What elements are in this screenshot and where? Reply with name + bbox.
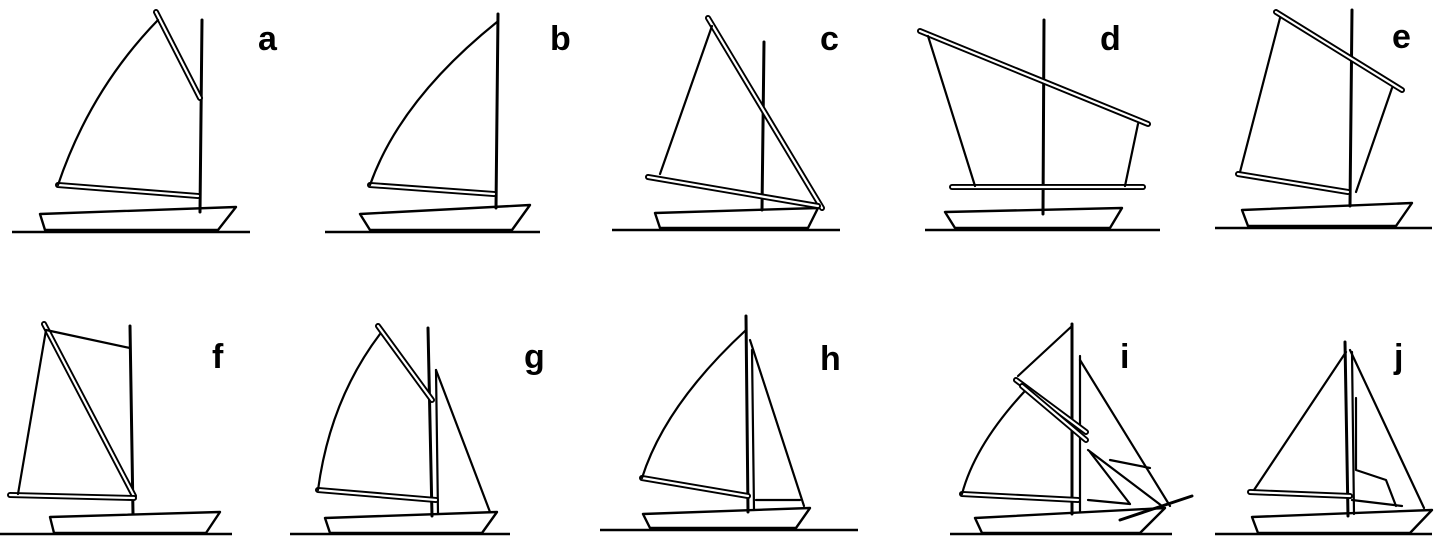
hull <box>653 206 820 230</box>
topsail-luff <box>1016 324 1074 378</box>
bowsprit <box>1118 494 1194 522</box>
panel-label: f <box>212 338 224 376</box>
panel-j: j <box>1215 338 1434 536</box>
hull <box>358 203 532 232</box>
hull <box>973 506 1167 535</box>
panel-label: g <box>524 338 545 376</box>
mast <box>760 40 766 212</box>
staysail-foot <box>1086 498 1132 506</box>
panel-label: h <box>820 340 841 378</box>
sail-leech <box>1123 122 1140 188</box>
hull <box>48 510 222 535</box>
panel-label: i <box>1120 338 1129 376</box>
sail-luff <box>926 34 977 188</box>
mast <box>494 12 500 210</box>
sail-luff <box>16 328 48 496</box>
headstay <box>1108 458 1152 470</box>
mast <box>426 326 434 518</box>
panel-label: a <box>258 20 278 58</box>
sail-luff <box>1238 16 1282 174</box>
mast-shroud <box>1350 350 1356 516</box>
sail-head <box>44 328 132 350</box>
mast <box>198 18 204 214</box>
panel-e: e <box>1215 8 1432 230</box>
staysail <box>1354 396 1398 508</box>
panel-label: c <box>820 20 839 58</box>
hull <box>323 510 499 535</box>
sail-leech <box>316 332 382 492</box>
mast-shroud <box>750 348 756 512</box>
panel-b: b <box>325 12 571 234</box>
jib-luff <box>748 338 806 508</box>
sail-leech <box>1354 86 1394 194</box>
panel-label: j <box>1393 338 1403 376</box>
panel-a: a <box>12 9 278 234</box>
hull <box>38 205 238 232</box>
sail-leech <box>56 18 160 187</box>
hull <box>1250 508 1434 535</box>
panel-label: b <box>550 20 571 58</box>
hull <box>641 506 812 530</box>
panel-i: i <box>950 322 1194 536</box>
sail-luff <box>1252 350 1348 492</box>
hull <box>943 206 1124 230</box>
mast <box>128 324 135 516</box>
mast <box>1041 18 1046 216</box>
panel-f: f <box>0 321 232 536</box>
panel-label: d <box>1100 20 1121 58</box>
panel-c: c <box>612 15 840 232</box>
mast <box>1348 8 1354 208</box>
sail-leech <box>658 24 714 176</box>
jib-luff <box>1086 448 1164 508</box>
jib-luff <box>1348 348 1426 510</box>
mast-shroud <box>434 368 440 516</box>
jib-luff <box>434 368 492 514</box>
sail-leech <box>368 20 499 187</box>
mast <box>744 314 750 514</box>
mainsail-leech <box>960 390 1026 496</box>
sail-leech <box>640 328 748 480</box>
jib-leech <box>1088 450 1132 506</box>
panel-g: g <box>290 323 545 536</box>
mast <box>1343 340 1350 518</box>
staysail-luff <box>1078 358 1172 508</box>
panel-label: e <box>1392 18 1411 56</box>
panel-d: d <box>917 18 1160 232</box>
staysail-foot <box>1350 498 1404 508</box>
panel-h: h <box>600 314 858 532</box>
hull <box>1240 201 1414 228</box>
